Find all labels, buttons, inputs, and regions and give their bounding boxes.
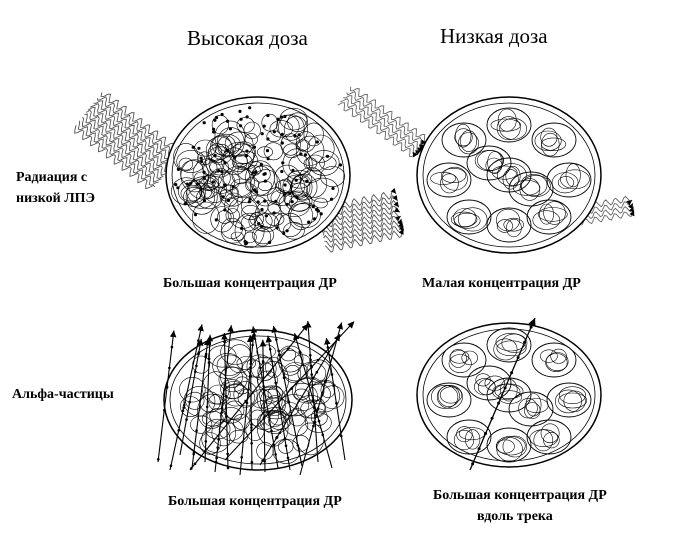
cell-low-dose-alpha bbox=[416, 317, 602, 471]
row-header-low-let-line2: низкой ЛПЭ bbox=[16, 191, 96, 206]
caption-bottom-right: Большая концентрация ДР вдоль трека bbox=[433, 485, 607, 527]
wave-bundle-top-right-in bbox=[337, 86, 427, 158]
row-header-alpha: Альфа-частицы bbox=[12, 387, 114, 402]
column-header-high-dose: Высокая доза bbox=[187, 26, 308, 50]
cell-high-dose-low-let bbox=[165, 96, 351, 254]
cell-high-dose-alpha bbox=[157, 320, 355, 476]
wave-bundle-top-left-in bbox=[74, 92, 182, 190]
cell-low-dose-low-let bbox=[416, 96, 602, 254]
row-header-low-let-line1: Радиация с bbox=[16, 170, 88, 185]
caption-bottom-right-line1: Большая концентрация ДР bbox=[433, 488, 607, 503]
column-header-low-dose: Низкая доза bbox=[440, 24, 548, 48]
row-header-low-let: Радиация с низкой ЛПЭ bbox=[16, 167, 95, 209]
caption-top-right: Малая концентрация ДР bbox=[422, 276, 581, 291]
caption-bottom-right-line2: вдоль трека bbox=[477, 509, 553, 524]
caption-bottom-left: Большая концентрация ДР bbox=[168, 494, 342, 509]
caption-top-left: Большая концентрация ДР bbox=[163, 276, 337, 291]
